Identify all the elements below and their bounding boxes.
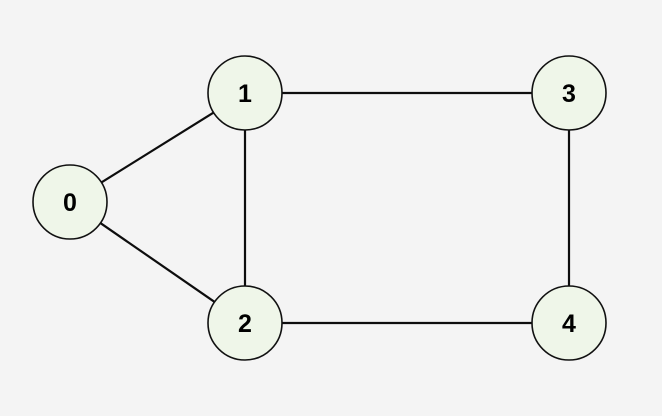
graph-node-4[interactable]: 4 bbox=[531, 285, 607, 361]
graph-node-label-1: 1 bbox=[238, 80, 252, 108]
graph-node-2[interactable]: 2 bbox=[207, 285, 283, 361]
graph-node-circle-1[interactable] bbox=[207, 55, 283, 131]
node-layer: 0 1 2 3 4 bbox=[32, 55, 607, 361]
graph-node-circle-0[interactable] bbox=[32, 164, 108, 240]
edge-layer bbox=[99, 91, 571, 325]
graph-edge-0-1 bbox=[100, 111, 215, 184]
graph-node-1[interactable]: 1 bbox=[207, 55, 283, 131]
graph-node-circle-2[interactable] bbox=[207, 285, 283, 361]
graph-node-3[interactable]: 3 bbox=[531, 55, 607, 131]
graph-node-label-4: 4 bbox=[562, 310, 576, 338]
graph-node-circle-4[interactable] bbox=[531, 285, 607, 361]
graph-node-0[interactable]: 0 bbox=[32, 164, 108, 240]
graph-node-label-2: 2 bbox=[238, 310, 252, 338]
graph-node-label-3: 3 bbox=[562, 80, 576, 108]
graph-node-label-0: 0 bbox=[63, 189, 77, 217]
graph-edge-0-2 bbox=[99, 222, 216, 303]
graph-node-circle-3[interactable] bbox=[531, 55, 607, 131]
